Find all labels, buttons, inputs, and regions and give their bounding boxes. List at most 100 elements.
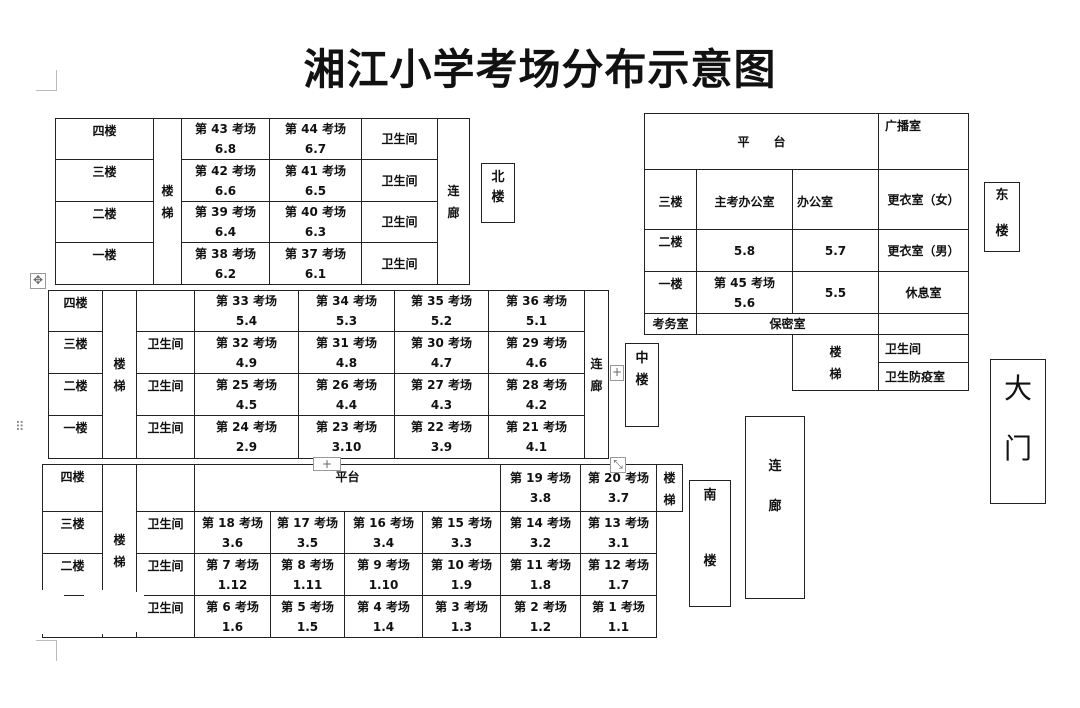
middle-building-label: 中 楼 [625, 343, 659, 427]
empty-cell [656, 511, 683, 638]
restroom: 卫生间 [361, 159, 438, 202]
east-building-table: 平 台 广播室 三楼 主考办公室 办公室 更衣室（女） 二楼 5.8 5.7 更… [643, 113, 970, 391]
empty-cell [645, 363, 793, 391]
platform-label: 平 台 [643, 113, 880, 170]
occlusion-mask [84, 590, 104, 634]
floor-label: 三楼 [48, 331, 103, 374]
lounge: 休息室 [878, 271, 970, 314]
page-title: 湘江小学考场分布示意图 [303, 45, 777, 94]
floor-label: 一楼 [48, 415, 103, 459]
stairs-label: 楼 梯 [656, 464, 684, 512]
floor-label: 四楼 [48, 290, 103, 332]
restroom: 卫生间 [361, 201, 438, 243]
drag-dots-icon[interactable]: ⠿ [15, 420, 25, 435]
table-move-handle-icon[interactable]: ✥ [30, 273, 46, 289]
table-resize-handle-icon[interactable]: ⤡ [610, 457, 626, 473]
epidemic-prevention-room: 卫生防疫室 [878, 362, 970, 391]
exam-room: 5.7 [791, 229, 880, 272]
main-office: 主考办公室 [696, 169, 793, 230]
secret-room: 保密室 [695, 313, 880, 335]
broadcast-room: 广播室 [878, 113, 970, 170]
occlusion-mask [38, 590, 64, 634]
stairs-label: 楼 梯 [153, 118, 182, 285]
restroom: 卫生间 [136, 415, 195, 459]
changing-room-female: 更衣室（女） [878, 169, 970, 230]
stairs-label: 楼 梯 [102, 290, 137, 459]
occlusion-mask [118, 592, 144, 632]
corridor-label: 连 廊 [584, 290, 609, 459]
restroom: 卫生间 [136, 553, 195, 596]
stairs-label: 楼 梯 [791, 334, 880, 391]
floor-label: 二楼 [644, 229, 697, 272]
floor-label: 二楼 [48, 373, 103, 416]
restroom: 卫生间 [361, 118, 438, 160]
empty-cell [645, 335, 793, 363]
page-corner-mark-bottom [36, 640, 57, 661]
floor-label: 四楼 [55, 118, 154, 160]
add-row-plus-icon[interactable]: + [313, 457, 341, 471]
north-building-label: 北 楼 [481, 163, 515, 223]
empty-cell [878, 313, 970, 335]
south-building-label: 南 楼 [689, 480, 731, 607]
exam-room: 5.8 [696, 229, 793, 272]
platform-label: 平台 [193, 464, 502, 512]
restroom: 卫生间 [361, 242, 438, 285]
east-building-label: 东 楼 [984, 182, 1020, 252]
restroom: 卫生间 [878, 334, 970, 363]
restroom: 卫生间 [136, 331, 195, 374]
floor-label: 三楼 [644, 169, 697, 230]
floor-label: 二楼 [42, 553, 103, 596]
floor-label: 一楼 [644, 271, 697, 314]
floor-label: 四楼 [42, 464, 103, 512]
empty-cell [136, 464, 195, 512]
exam-room: 5.5 [791, 271, 880, 314]
corridor-label: 连 廊 [745, 416, 805, 599]
restroom: 卫生间 [136, 595, 195, 638]
floor-label: 二楼 [55, 201, 154, 243]
restroom [136, 290, 195, 332]
page-corner-mark-top [36, 70, 57, 91]
add-column-plus-icon[interactable]: + [610, 365, 624, 381]
exam-affairs-room: 考务室 [644, 313, 697, 335]
office: 办公室 [791, 169, 880, 230]
